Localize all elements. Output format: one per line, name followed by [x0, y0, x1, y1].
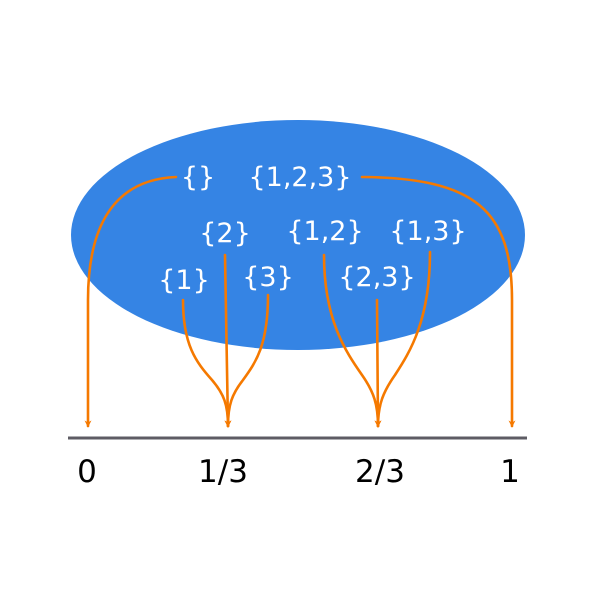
arrow-123-to-1	[360, 175, 516, 428]
set-23-label: {2,3}	[338, 262, 415, 293]
set-13-label: {1,3}	[389, 216, 466, 247]
sample-space-ellipse	[71, 120, 525, 350]
arrow-2-to-one-third	[223, 253, 232, 428]
arrow-23-to-two-thirds	[374, 298, 382, 428]
arrow-13-to-two-thirds	[376, 250, 432, 428]
tick-label-1: 1	[500, 454, 520, 490]
set-123-label: {1,2,3}	[248, 162, 351, 193]
set-3-label: {3}	[242, 262, 294, 293]
tick-label-one-third: 1/3	[198, 454, 248, 490]
tick-label-two-thirds: 2/3	[355, 454, 405, 490]
set-2-label: {2}	[199, 218, 251, 249]
arrow-3-to-one-third	[226, 293, 270, 428]
set-1-label: {1}	[158, 265, 210, 296]
arrow-empty-to-0	[84, 175, 178, 428]
set-empty-label: {}	[181, 162, 215, 193]
set-12-label: {1,2}	[286, 216, 363, 247]
tick-label-0: 0	[77, 454, 97, 490]
arrow-12-to-two-thirds	[322, 253, 382, 428]
